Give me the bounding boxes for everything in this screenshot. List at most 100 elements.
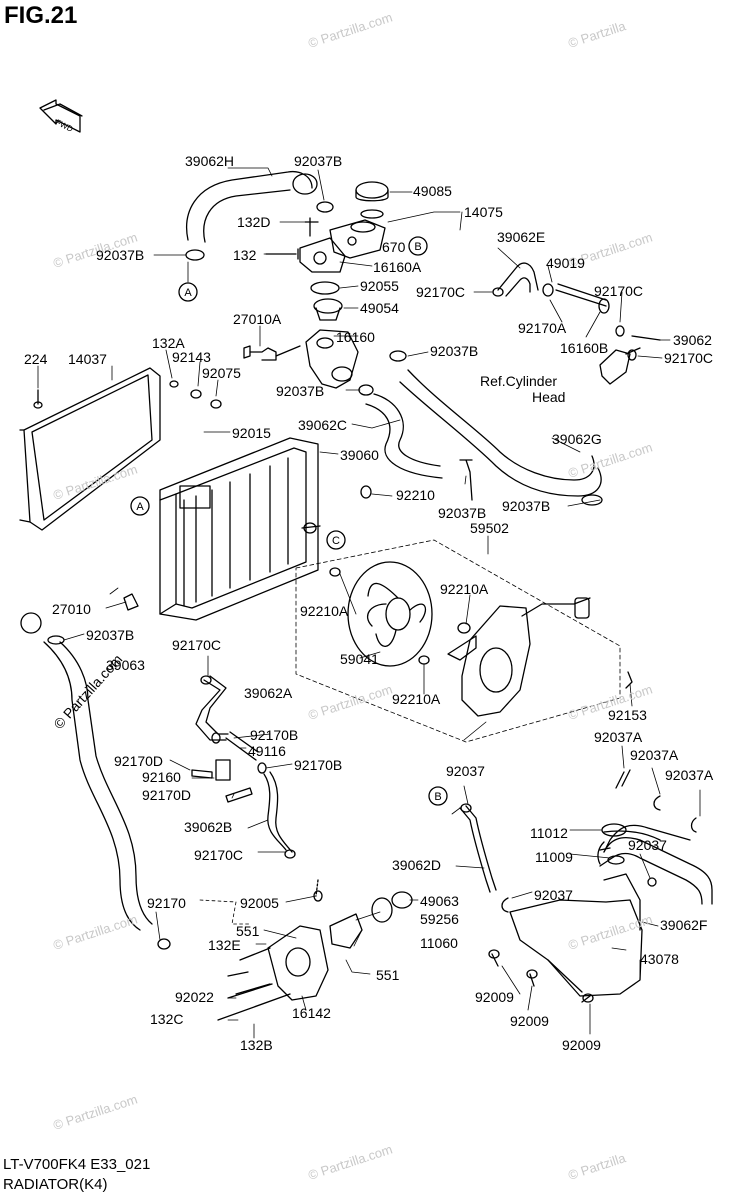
label-92037B-mid: 92037B bbox=[276, 383, 324, 399]
callout-circle-A-top bbox=[178, 282, 198, 302]
bolt-132D bbox=[304, 217, 319, 237]
label-92170A: 92170A bbox=[518, 320, 567, 336]
callout-letter-A-left: A bbox=[136, 501, 144, 513]
label-92015: 92015 bbox=[232, 425, 271, 441]
figure-title: FIG.21 bbox=[4, 2, 78, 29]
label-11060: 11060 bbox=[420, 935, 458, 951]
label-16160A: 16160A bbox=[373, 259, 422, 275]
thermostat-49054 bbox=[313, 298, 343, 321]
fwd-arrow-icon bbox=[39, 99, 83, 133]
label-92037A-3: 92037A bbox=[665, 767, 714, 783]
label-92037B-lower: 92037B bbox=[438, 505, 486, 521]
label-59041: 59041 bbox=[340, 651, 379, 667]
hose-39062A bbox=[195, 675, 229, 741]
label-92037: 92037 bbox=[446, 763, 485, 779]
clamp-92037B-top bbox=[316, 201, 334, 213]
label-92009-2: 92009 bbox=[510, 1013, 549, 1029]
label-27010A: 27010A bbox=[233, 311, 282, 327]
svg-text:© Partzilla.com: © Partzilla.com bbox=[306, 682, 394, 723]
hose-39062E bbox=[497, 262, 539, 297]
fan-59041 bbox=[347, 561, 433, 667]
water-pump-housing-16142 bbox=[235, 925, 329, 1001]
label-92170C-3: 92170C bbox=[664, 350, 713, 366]
label-92037B-bottom: 92037B bbox=[86, 627, 134, 643]
hose-39062C bbox=[365, 393, 443, 479]
label-92005: 92005 bbox=[240, 895, 279, 911]
callout-circle-B-bottom bbox=[428, 786, 448, 806]
label-92210A-3: 92210A bbox=[392, 691, 441, 707]
label-551-1: 551 bbox=[236, 923, 260, 939]
label-92037B: 92037B bbox=[294, 153, 342, 169]
callout-circle-A-left bbox=[130, 496, 150, 516]
hose-39063 bbox=[43, 641, 153, 931]
label-92210A-2: 92210A bbox=[440, 581, 489, 597]
bolt-92022 bbox=[227, 983, 273, 999]
label-39060: 39060 bbox=[340, 447, 379, 463]
pipe-49019 bbox=[555, 283, 607, 307]
clamp-92037A-1 bbox=[615, 769, 631, 789]
svg-text:© Partzilla.com: © Partzilla.com bbox=[51, 912, 139, 953]
bolt-132E bbox=[227, 971, 249, 977]
impeller-11060 bbox=[329, 913, 363, 949]
label-59256: 59256 bbox=[420, 911, 459, 927]
svg-text:© Partzilla: © Partzilla bbox=[566, 18, 628, 51]
hose-39062H bbox=[186, 170, 318, 243]
hose-top-reservoir bbox=[597, 824, 691, 865]
label-132D: 132D bbox=[237, 214, 270, 230]
radiator-bracket bbox=[179, 485, 211, 509]
hose-39062G bbox=[399, 369, 602, 497]
label-551-2: 551 bbox=[376, 967, 400, 983]
filler-neck-14075 bbox=[329, 219, 386, 259]
label-92037-2: 92037 bbox=[628, 837, 667, 853]
label-92170C-2: 92170C bbox=[594, 283, 643, 299]
thermostat-housing-16160A bbox=[299, 237, 346, 273]
fan-motor-59502 bbox=[447, 597, 591, 717]
label-92170D-2: 92170D bbox=[142, 787, 191, 803]
label-132A: 132A bbox=[152, 335, 185, 351]
label-92055: 92055 bbox=[360, 278, 399, 294]
clamp-92037-reservoir bbox=[501, 897, 509, 913]
label-92037B-left: 92037B bbox=[96, 247, 144, 263]
callout-letter-A-top: A bbox=[184, 287, 192, 299]
label-92170C-1: 92170C bbox=[416, 284, 465, 300]
svg-text:© Partzilla.com: © Partzilla.com bbox=[51, 462, 139, 503]
label-92009-3: 92009 bbox=[562, 1037, 601, 1053]
label-92170C-4: 92170C bbox=[172, 637, 221, 653]
figure-caption-code: LT-V700FK4 E33_021 bbox=[3, 1156, 151, 1173]
label-59502: 59502 bbox=[470, 520, 509, 536]
label-92170: 92170 bbox=[147, 895, 186, 911]
ref-note-line2: Head bbox=[532, 389, 565, 405]
label-39062B: 39062B bbox=[184, 819, 232, 835]
svg-text:© Partzilla: © Partzilla bbox=[566, 1150, 628, 1183]
label-92210A-1: 92210A bbox=[300, 603, 349, 619]
label-39063: 39063 bbox=[106, 657, 145, 673]
clamp-92037B-left bbox=[185, 249, 205, 261]
label-49116: 49116 bbox=[248, 743, 286, 759]
label-16142: 16142 bbox=[292, 1005, 331, 1021]
label-14037: 14037 bbox=[68, 351, 107, 367]
figure-caption-name: RADIATOR(K4) bbox=[3, 1176, 108, 1193]
impeller-59256 bbox=[371, 897, 393, 923]
label-39062H: 39062H bbox=[185, 153, 234, 169]
label-92037A-1: 92037A bbox=[594, 729, 643, 745]
label-92153: 92153 bbox=[608, 707, 647, 723]
callout-letter-B-bottom: B bbox=[434, 791, 441, 803]
pipe-49116 bbox=[225, 731, 259, 761]
label-670: 670 bbox=[382, 239, 406, 255]
label-16160B: 16160B bbox=[560, 340, 608, 356]
callout-circle-B-top bbox=[408, 236, 428, 256]
clip-92170D-1 bbox=[191, 769, 213, 779]
label-14075: 14075 bbox=[464, 204, 503, 220]
part-labels: 39062H 92037B 49085 14075 132D 92037B 13… bbox=[24, 153, 714, 1053]
gasket-11009 bbox=[607, 855, 625, 865]
label-132: 132 bbox=[233, 247, 257, 263]
callout-ring bbox=[20, 612, 42, 634]
label-92009-1: 92009 bbox=[475, 989, 514, 1005]
fan-switch-27010 bbox=[123, 593, 139, 611]
fan-switch-27010A bbox=[243, 345, 301, 361]
label-49019: 49019 bbox=[546, 255, 585, 271]
bracket-92160 bbox=[215, 759, 231, 781]
label-11012: 11012 bbox=[530, 825, 568, 841]
label-16160: 16160 bbox=[336, 329, 375, 345]
